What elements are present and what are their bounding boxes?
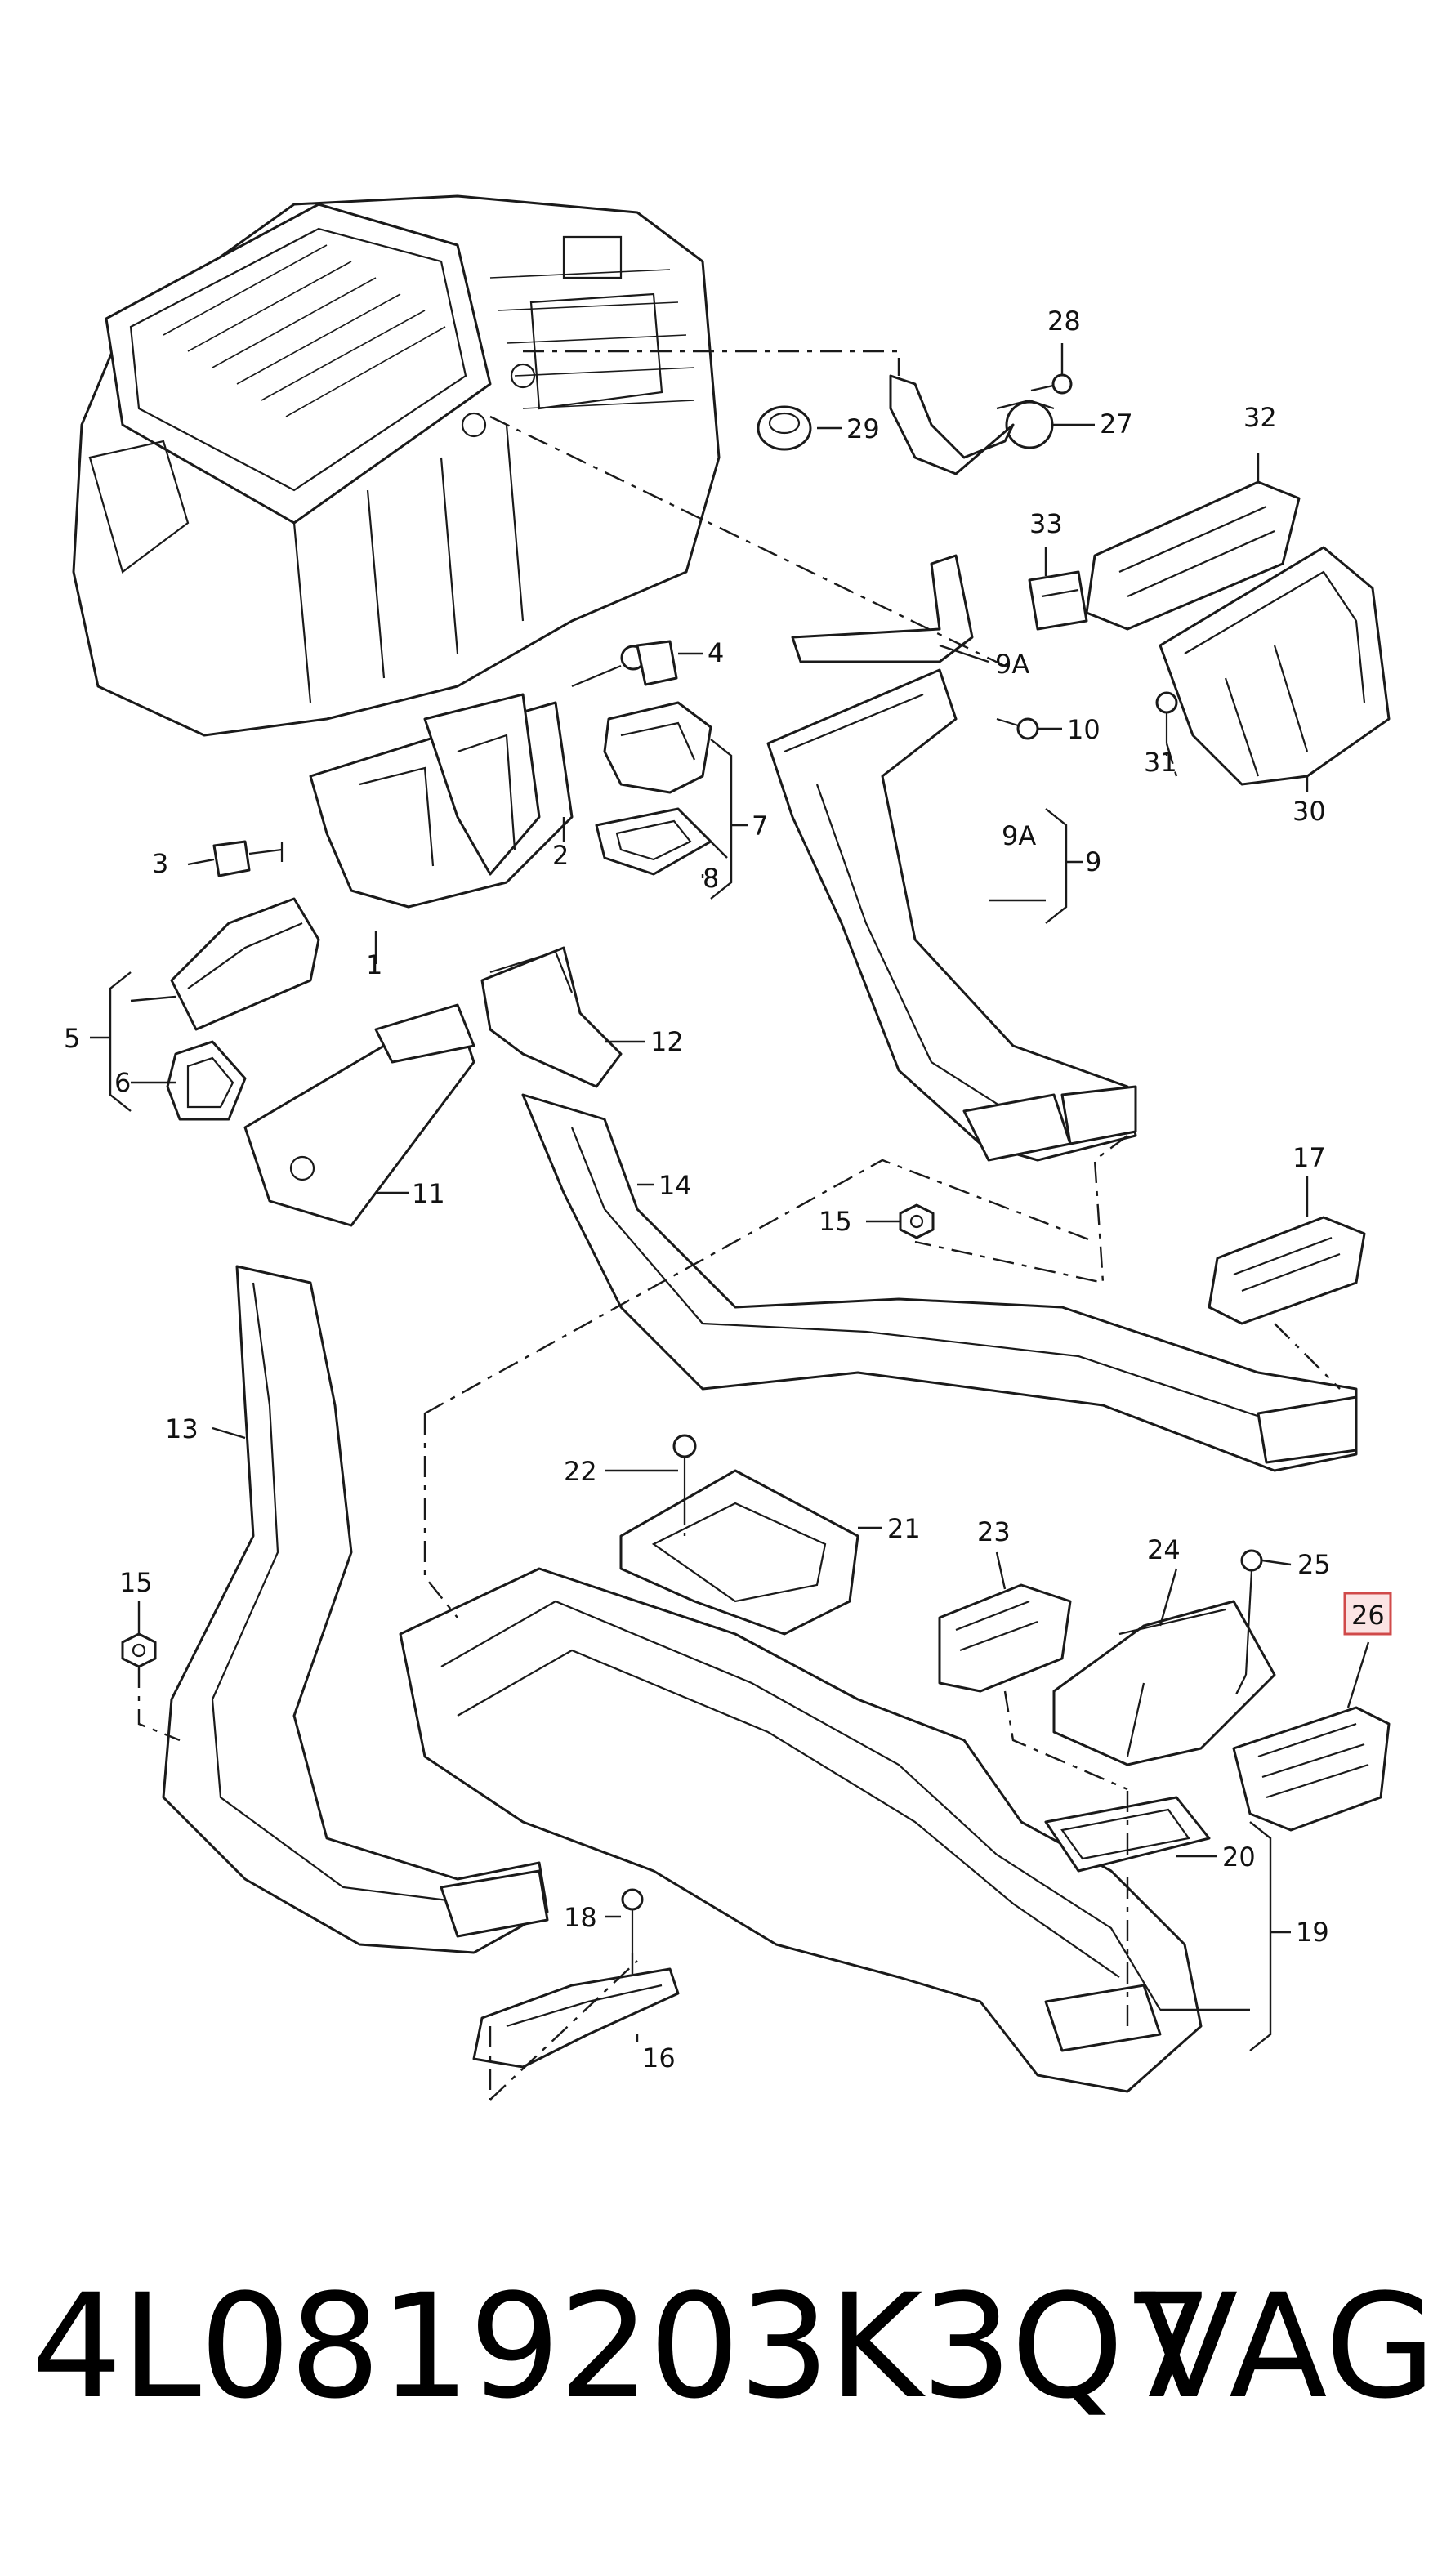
callout-1: 1	[366, 949, 382, 980]
callout-4: 4	[708, 637, 724, 668]
callout-5: 5	[64, 1023, 80, 1054]
callout-32: 32	[1243, 402, 1277, 433]
part-29-hose	[889, 374, 1015, 475]
part-7-outlet	[603, 701, 712, 794]
part-17-vent	[1208, 1216, 1366, 1325]
part-8-seal	[595, 807, 712, 876]
part-22-screw	[672, 1434, 697, 1503]
part-33-switch	[1028, 570, 1088, 631]
part-5-duct	[170, 897, 320, 1031]
callout-9: 9	[1085, 846, 1101, 877]
part-4-sensor	[571, 640, 678, 688]
callout-31: 31	[1144, 747, 1177, 778]
part-30-housing	[1159, 546, 1391, 786]
callout-21: 21	[887, 1513, 921, 1544]
callout-17: 17	[1293, 1142, 1326, 1173]
part-21-bracket	[619, 1469, 859, 1636]
part-19-duct	[399, 1567, 1203, 2093]
callout-labels: 1 2 3 4 5 6 7 8 9 9A 9A 10 11 12 13 14 1…	[64, 306, 1392, 2074]
part-23-vent	[938, 1583, 1072, 1693]
part-9a-hose	[791, 554, 974, 663]
part-9-duct	[766, 668, 1137, 1162]
callout-30: 30	[1293, 796, 1326, 827]
part-1-distributor	[309, 693, 574, 909]
part-31-screw	[1155, 691, 1178, 743]
callout-14: 14	[659, 1170, 692, 1201]
callout-19: 19	[1296, 1917, 1329, 1948]
part-11-duct	[243, 1003, 475, 1227]
hvac-unit	[72, 194, 721, 737]
part-15-nut-2	[121, 1632, 157, 1668]
callout-26-highlight-box	[1343, 1592, 1392, 1636]
callout-15-left: 15	[119, 1567, 153, 1598]
callout-2: 2	[552, 840, 569, 871]
callout-3: 3	[152, 848, 168, 879]
part-15-nut	[899, 1203, 935, 1239]
part-29-grommet	[757, 405, 812, 451]
leader-lines	[90, 343, 1370, 2051]
callout-24: 24	[1147, 1534, 1181, 1565]
part-number: 4L0819203K3Q7	[31, 2263, 1214, 2431]
callout-27: 27	[1100, 408, 1133, 440]
callout-16: 16	[642, 2042, 676, 2074]
callout-26: 26	[1351, 1600, 1385, 1631]
part-24-cover	[1052, 1600, 1276, 1766]
part-12-duct	[480, 946, 623, 1088]
part-18-screw	[621, 1888, 644, 1953]
part-3-sensor	[212, 840, 284, 877]
callout-25: 25	[1297, 1549, 1331, 1580]
callout-33: 33	[1029, 508, 1063, 539]
callout-7: 7	[752, 810, 768, 842]
part-13-duct	[162, 1265, 549, 1954]
part-6-seal	[166, 1040, 247, 1121]
part-14-duct	[521, 1093, 1358, 1472]
callout-28: 28	[1047, 306, 1081, 337]
callout-11: 11	[412, 1178, 445, 1209]
part-10-screw	[996, 717, 1039, 740]
callout-9a-lower: 9A	[1002, 820, 1036, 851]
callout-13: 13	[165, 1413, 199, 1444]
callout-18: 18	[564, 1902, 597, 1933]
callout-20: 20	[1222, 1842, 1256, 1873]
callout-10: 10	[1067, 714, 1101, 745]
part-28-screw	[1030, 373, 1073, 395]
part-26-vent	[1232, 1706, 1391, 1832]
callout-8: 8	[703, 863, 719, 894]
callout-15-upper: 15	[819, 1206, 852, 1237]
callout-23: 23	[977, 1516, 1011, 1547]
part-25-screw	[1240, 1549, 1263, 1676]
assembly-lines	[137, 350, 1341, 2101]
callout-9a-upper: 9A	[995, 649, 1029, 680]
brand-name: VAG	[1140, 2263, 1436, 2431]
callout-29: 29	[846, 413, 880, 444]
callout-12: 12	[650, 1026, 684, 1057]
callout-6: 6	[114, 1067, 131, 1098]
callout-22: 22	[564, 1456, 597, 1487]
